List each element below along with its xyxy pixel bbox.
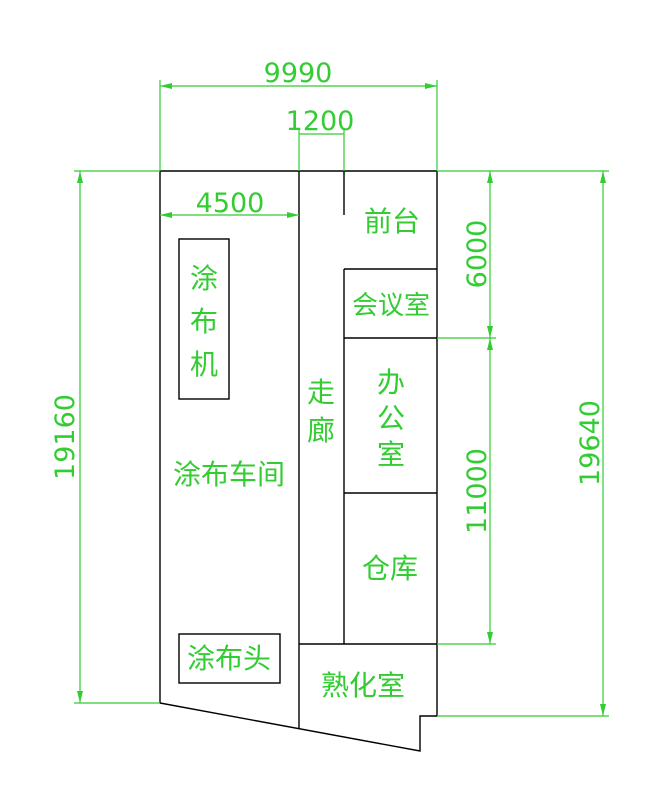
corridor-label-char-1: 走 [307,376,335,409]
coating-head-box [178,633,281,684]
coating-workshop-label: 涂布车间 [173,458,285,491]
office-block-arrow-bottom [487,632,493,644]
office-label-char-2: 公 [377,402,405,435]
coating-machine-box [178,238,230,400]
right-height-arrow-top [600,171,606,183]
left-height-arrow-top [77,171,83,183]
office-block-arrow-top [487,338,493,350]
front-desk-label: 前台 [364,205,420,238]
front-block-height-label: 6000 [462,220,493,289]
left-height-label: 19160 [50,394,81,480]
front-block-arrow-top [487,171,493,183]
corridor-label-char-2: 廊 [307,414,335,447]
right-height-arrow-bottom [600,704,606,716]
coating-machine-label-char-3: 机 [190,348,218,381]
workshop-dim-arrow-left [160,212,172,218]
left-height-arrow-bottom [77,691,83,703]
warehouse-label: 仓库 [362,552,418,585]
width-dim-arrow-right [425,83,437,89]
coating-head-label: 涂布头 [187,642,271,675]
curing-room-label: 熟化室 [321,669,405,702]
right-height-label: 19640 [575,400,606,486]
front-block-arrow-bottom [487,326,493,338]
total-width-label: 9990 [264,58,333,89]
coating-machine-label-char-1: 涂 [190,262,218,295]
workshop-width-label: 4500 [196,188,265,219]
width-dim-arrow-left [160,83,172,89]
meeting-room-label: 会议室 [352,291,430,321]
workshop-dim-arrow-right [287,212,299,218]
office-block-height-label: 11000 [462,448,493,534]
coating-machine-label-char-2: 布 [190,305,218,338]
office-label-char-1: 办 [377,366,405,399]
corridor-width-label: 1200 [286,106,355,137]
dimension-lines [74,80,609,717]
office-label-char-3: 室 [377,438,405,471]
